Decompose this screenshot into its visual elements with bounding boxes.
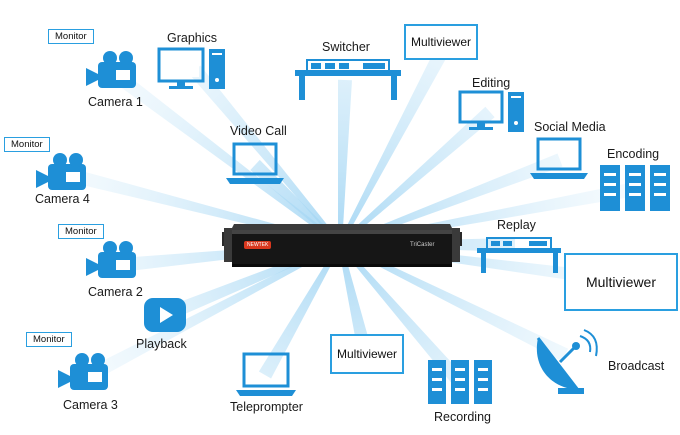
replay-desk-icon — [475, 234, 565, 279]
beam — [86, 242, 341, 382]
switcher-desk-icon — [293, 56, 405, 107]
desktop-computer-icon — [458, 90, 530, 139]
tricaster-device: NEWTEK TriCaster — [222, 218, 462, 272]
video-camera-icon — [86, 50, 150, 97]
laptop-icon — [530, 137, 590, 186]
beam — [189, 65, 342, 246]
teleprompter-label: Teleprompter — [230, 400, 303, 414]
beam — [338, 79, 352, 245]
monitor-label-camera1: Monitor — [48, 29, 94, 44]
beam — [338, 243, 372, 354]
beam — [115, 72, 342, 246]
camera3-label: Camera 3 — [63, 398, 118, 412]
editing-label: Editing — [472, 76, 511, 90]
video-camera-icon — [58, 352, 122, 399]
laptop-icon — [236, 352, 300, 403]
social-media-label: Social Media — [534, 120, 606, 134]
beam — [338, 106, 495, 246]
device-brand-label: TriCaster — [410, 242, 435, 248]
graphics-label: Graphics — [167, 31, 218, 45]
desktop-computer-icon — [157, 47, 237, 96]
multiviewer-bottom: Multiviewer — [330, 334, 404, 374]
beam — [339, 153, 563, 246]
video-camera-icon — [86, 240, 150, 287]
video-call-label: Video Call — [230, 124, 287, 138]
multiviewer-top: Multiviewer — [404, 24, 478, 60]
server-rack-icon — [600, 165, 670, 216]
beam — [339, 242, 569, 362]
beam — [258, 243, 342, 379]
multiviewer-right: Multiviewer — [564, 253, 678, 311]
server-rack-icon — [428, 360, 492, 409]
broadcast-label: Broadcast — [608, 359, 665, 373]
beam — [338, 51, 447, 245]
recording-label: Recording — [434, 410, 491, 424]
monitor-label-camera3: Monitor — [26, 332, 72, 347]
encoding-label: Encoding — [607, 147, 660, 161]
device-badge: NEWTEK — [244, 241, 272, 249]
camera1-label: Camera 1 — [88, 95, 143, 109]
monitor-label-camera2: Monitor — [58, 224, 104, 239]
laptop-icon — [226, 142, 286, 191]
replay-label: Replay — [497, 218, 536, 232]
monitor-label-camera4: Monitor — [4, 137, 50, 152]
camera2-label: Camera 2 — [88, 285, 143, 299]
satellite-dish-icon — [530, 326, 604, 403]
camera4-label: Camera 4 — [35, 192, 90, 206]
beam — [338, 242, 464, 385]
playback-label: Playback — [136, 337, 187, 351]
play-button-icon — [144, 298, 186, 337]
video-camera-icon — [36, 152, 100, 199]
switcher-label: Switcher — [322, 40, 370, 54]
